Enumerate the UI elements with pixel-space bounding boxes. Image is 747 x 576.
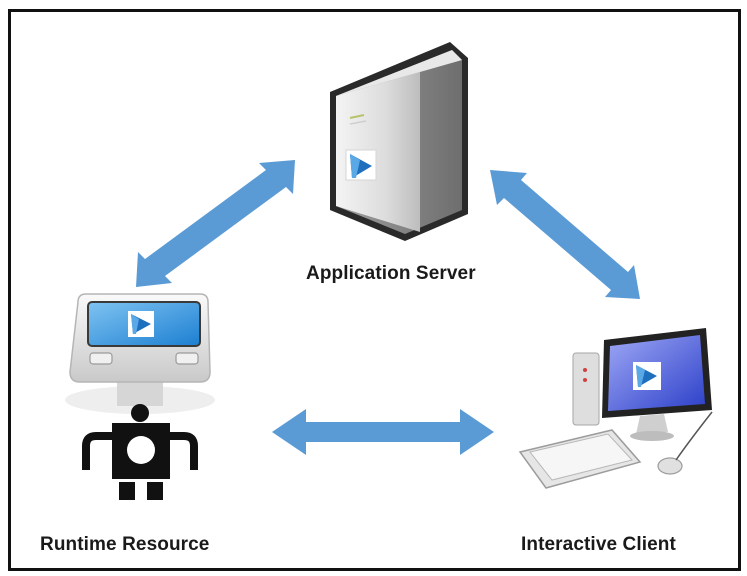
robot-monitor-icon (65, 293, 215, 500)
app-logo-icon (128, 311, 154, 337)
label-runtime-resource: Runtime Resource (40, 534, 210, 555)
label-interactive-client: Interactive Client (521, 534, 676, 555)
tower-server-icon (330, 42, 468, 241)
label-application-server: Application Server (306, 263, 476, 284)
app-logo-icon (345, 149, 377, 181)
arrow-runtime-client (272, 409, 494, 455)
desktop-computer-icon (518, 328, 713, 489)
app-logo-icon (633, 362, 661, 390)
arrow-server-runtime (136, 160, 295, 287)
arrow-server-client (490, 170, 640, 299)
